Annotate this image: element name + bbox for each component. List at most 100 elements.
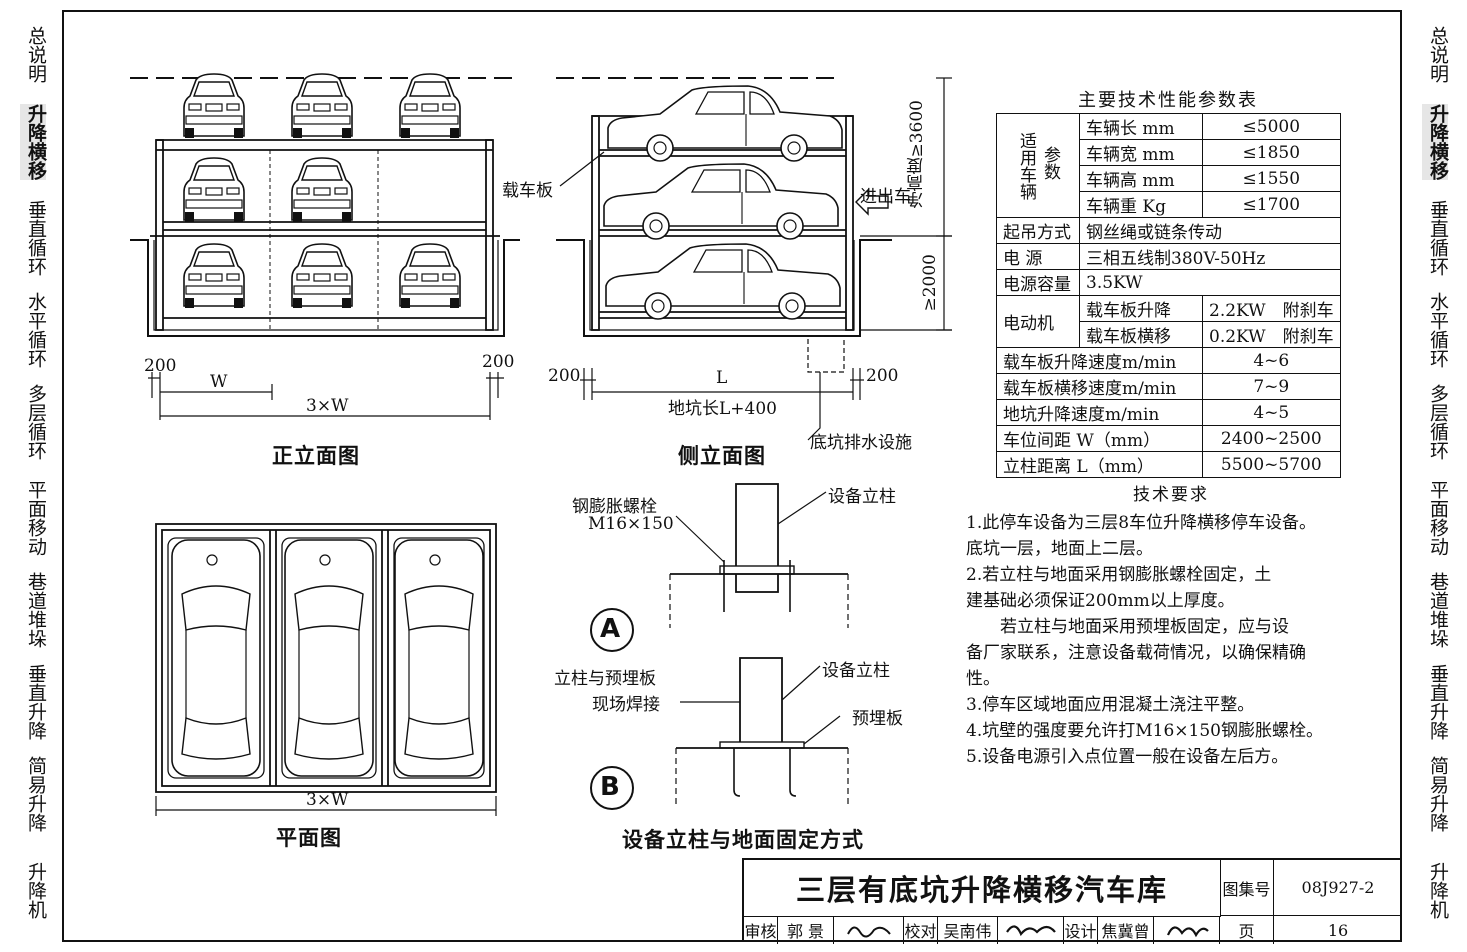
front-car bbox=[291, 73, 353, 139]
note-line: 若立柱与地面采用预埋板固定，应与设 bbox=[966, 617, 1289, 637]
review-label: 审核 bbox=[744, 916, 778, 944]
param-value: 2400~2500 bbox=[1202, 425, 1341, 452]
side-view-caption: 侧立面图 bbox=[678, 444, 766, 468]
page-number: 16 bbox=[1327, 920, 1349, 940]
front-car bbox=[399, 73, 461, 139]
atlas-label: 图集号 bbox=[1220, 860, 1274, 916]
front-car bbox=[183, 243, 245, 309]
param-name: 车辆长 mm bbox=[1079, 113, 1203, 140]
side-tab-6[interactable]: 巷道堆垛 bbox=[25, 572, 47, 648]
param-value: ≤5000 bbox=[1202, 113, 1341, 140]
clear-height-label: 净高度≥3600 bbox=[907, 100, 927, 209]
side-tab-3[interactable]: 水平循环 bbox=[25, 292, 47, 368]
weld-label-2: 现场焊接 bbox=[592, 695, 660, 715]
side-tab-1[interactable]: 升降横移 bbox=[1422, 104, 1449, 180]
param-value: ≤1850 bbox=[1202, 139, 1341, 166]
param-value: 2.2KW 附刹车 bbox=[1202, 295, 1341, 322]
entry-label: 进出车 bbox=[860, 187, 911, 207]
param-value: 0.2KW 附刹车 bbox=[1202, 321, 1341, 348]
title-block: 三层有底坑升降横移汽车库 图集号 08J927-2 审核 郭 景 校对 吴南伟 … bbox=[742, 858, 1402, 944]
side-tab-0[interactable]: 总说明 bbox=[25, 26, 47, 83]
note-line: 2.若立柱与地面采用钢膨胀螺栓固定，土 bbox=[966, 565, 1272, 585]
expansion-bolt-label: 钢膨胀螺栓 bbox=[572, 497, 657, 517]
side-tab-9[interactable]: 升降机 bbox=[25, 862, 47, 919]
plan-dim-total: 3×W bbox=[306, 790, 349, 810]
front-car bbox=[399, 243, 461, 309]
param-name: 载车板横移速度m/min bbox=[996, 373, 1203, 400]
param-name: 车辆高 mm bbox=[1079, 165, 1203, 192]
side-tab-7[interactable]: 垂直升降 bbox=[25, 664, 47, 740]
note-line: 性。 bbox=[966, 669, 1000, 689]
designer-name: 焦冀曾 bbox=[1098, 916, 1154, 944]
param-name: 车辆宽 mm bbox=[1079, 139, 1203, 166]
param-name: 载车板升降速度m/min bbox=[996, 347, 1203, 374]
side-dim-right: 200 bbox=[866, 366, 899, 386]
page-label: 页 bbox=[1220, 916, 1274, 944]
checker-name: 吴南伟 bbox=[938, 916, 998, 944]
front-car bbox=[183, 73, 245, 139]
param-value: 钢丝绳或链条传动 bbox=[1079, 217, 1341, 244]
drain-label: 底坑排水设施 bbox=[810, 433, 912, 453]
drawing-title: 三层有底坑升降横移汽车库 bbox=[744, 860, 1221, 917]
note-line: 备厂家联系，注意设备载荷情况，以确保精确 bbox=[966, 643, 1306, 663]
notes-title: 技术要求 bbox=[1133, 485, 1209, 505]
vehicle-group-a: 适用车辆 bbox=[1016, 131, 1036, 200]
side-tab-7[interactable]: 垂直升降 bbox=[1427, 664, 1449, 740]
param-name: 车辆重 Kg bbox=[1079, 191, 1203, 218]
side-tab-8[interactable]: 简易升降 bbox=[1427, 756, 1449, 832]
param-value: 3.5KW bbox=[1079, 269, 1341, 296]
side-dim-l: L bbox=[716, 368, 728, 388]
param-value: ≤1700 bbox=[1202, 191, 1341, 218]
side-tab-5[interactable]: 平面移动 bbox=[25, 480, 47, 556]
fixing-caption: 设备立柱与地面固定方式 bbox=[622, 828, 864, 852]
marker-a: A bbox=[600, 614, 621, 644]
embedded-plate-label: 预埋板 bbox=[852, 709, 903, 729]
note-line: 3.停车区域地面应用混凝土浇注平整。 bbox=[966, 695, 1255, 715]
vehicle-group-cell: 适用车辆 参数 bbox=[996, 113, 1080, 218]
vehicle-group-b: 参数 bbox=[1040, 145, 1060, 180]
param-name: 起吊方式 bbox=[996, 217, 1080, 244]
weld-label-1: 立柱与预埋板 bbox=[554, 669, 656, 689]
designer-signature bbox=[1154, 916, 1220, 944]
side-dim-left: 200 bbox=[548, 366, 581, 386]
side-tab-5[interactable]: 平面移动 bbox=[1427, 480, 1449, 556]
param-name: 载车板横移 bbox=[1079, 321, 1203, 348]
param-value: ≤1550 bbox=[1202, 165, 1341, 192]
front-view-caption: 正立面图 bbox=[272, 444, 360, 468]
side-tab-0[interactable]: 总说明 bbox=[1427, 26, 1449, 83]
param-name: 电动机 bbox=[996, 295, 1080, 348]
front-dim-right: 200 bbox=[482, 352, 515, 372]
note-line: 5.设备电源引入点位置一般在设备左后方。 bbox=[966, 747, 1289, 767]
check-label: 校对 bbox=[904, 916, 938, 944]
column-label-a: 设备立柱 bbox=[828, 487, 896, 507]
plan-view-caption: 平面图 bbox=[276, 826, 342, 850]
note-line: 4.坑壁的强度要允许打M16×150钢膨胀螺栓。 bbox=[966, 721, 1323, 741]
checker-signature bbox=[998, 916, 1064, 944]
param-name: 车位间距 W（mm） bbox=[996, 425, 1203, 452]
param-value: 4~5 bbox=[1202, 399, 1341, 426]
side-tab-6[interactable]: 巷道堆垛 bbox=[1427, 572, 1449, 648]
front-dim-total: 3×W bbox=[306, 396, 349, 416]
param-name: 电源容量 bbox=[996, 269, 1080, 296]
param-value: 4~6 bbox=[1202, 347, 1341, 374]
side-tab-9[interactable]: 升降机 bbox=[1427, 862, 1449, 919]
atlas-number: 08J927-2 bbox=[1274, 860, 1402, 916]
side-tab-3[interactable]: 水平循环 bbox=[1427, 292, 1449, 368]
front-dim-w: W bbox=[210, 372, 228, 392]
pallet-label: 载车板 bbox=[502, 181, 553, 201]
side-tab-4[interactable]: 多层循环 bbox=[25, 384, 47, 460]
side-tab-2[interactable]: 垂直循环 bbox=[25, 200, 47, 276]
side-tab-1[interactable]: 升降横移 bbox=[20, 104, 47, 180]
side-tab-4[interactable]: 多层循环 bbox=[1427, 384, 1449, 460]
side-tab-2[interactable]: 垂直循环 bbox=[1427, 200, 1449, 276]
front-car bbox=[183, 157, 245, 223]
expansion-bolt-size: M16×150 bbox=[588, 514, 674, 534]
param-value: 5500~5700 bbox=[1202, 451, 1341, 478]
pit-length-label: 地坑长L+400 bbox=[668, 399, 777, 419]
side-tab-8[interactable]: 简易升降 bbox=[25, 756, 47, 832]
front-car bbox=[291, 243, 353, 309]
note-line: 1.此停车设备为三层8车位升降横移停车设备。 bbox=[966, 513, 1317, 533]
param-value: 三相五线制380V-50Hz bbox=[1079, 243, 1341, 270]
marker-b: B bbox=[600, 772, 620, 802]
param-name: 地坑升降速度m/min bbox=[996, 399, 1203, 426]
